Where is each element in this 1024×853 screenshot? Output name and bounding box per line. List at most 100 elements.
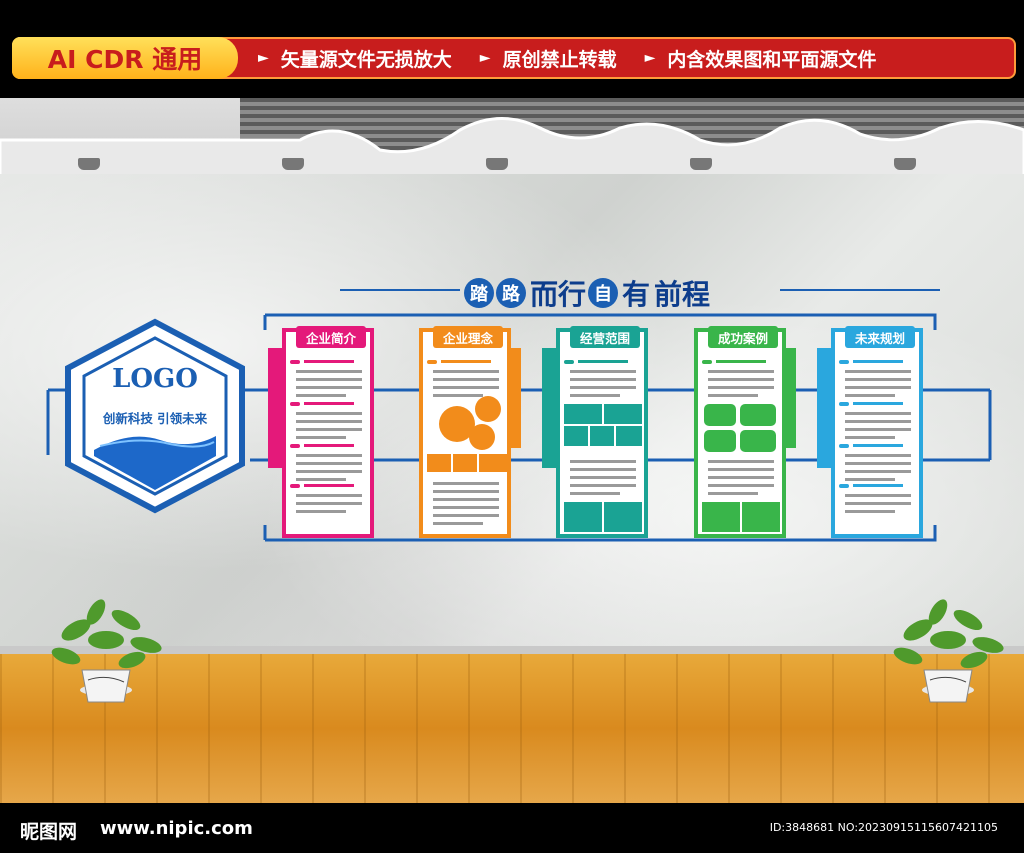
site-logo: 昵图网 <box>20 821 78 843</box>
format-badge: AI CDR 通用 <box>12 37 238 79</box>
text-line <box>845 510 895 513</box>
text-line <box>853 402 903 405</box>
banner-feature-3: ►内含效果图和平面源文件 <box>645 45 877 72</box>
text-line <box>708 484 774 487</box>
title-word: 而行 <box>530 278 587 311</box>
photo-placeholder <box>740 404 776 426</box>
slogan-title: 踏 路 而行 自 有 前程 <box>340 275 940 311</box>
ceiling-lamp-icon <box>690 158 712 170</box>
photo-placeholder <box>740 430 776 452</box>
site-url: www.nipic.com <box>100 818 253 839</box>
text-line <box>845 412 911 415</box>
text-line <box>296 378 362 381</box>
photo-placeholder <box>564 426 588 446</box>
title-word: 有 <box>622 278 651 311</box>
bullet-marker <box>427 360 437 364</box>
logo-text: LOGO <box>112 364 198 394</box>
text-line <box>296 370 362 373</box>
title-chip: 自 <box>588 278 619 308</box>
bullet-marker <box>290 484 300 488</box>
text-line <box>570 476 636 479</box>
text-line <box>845 436 895 439</box>
text-line <box>845 502 911 505</box>
panel-title: 经营范围 <box>570 326 640 348</box>
text-line <box>708 370 774 373</box>
panel-title: 未来规划 <box>845 326 915 348</box>
text-line <box>433 522 483 525</box>
text-line <box>845 462 911 465</box>
banner-feature-2: ► 原创禁止转载 <box>480 45 617 72</box>
text-line <box>708 386 774 389</box>
text-line <box>570 378 636 381</box>
ceiling-lamp-icon <box>486 158 508 170</box>
panel-card: 未来规划 <box>831 326 923 538</box>
photo-placeholder <box>564 502 602 532</box>
text-line <box>296 502 362 505</box>
footer-bar: 昵图网 www.nipic.com ID:3848681 NO:20230915… <box>0 803 1024 853</box>
text-line <box>296 510 346 513</box>
banner-feature-text: 矢量源文件无损放大 <box>280 48 452 71</box>
hexagon-shape <box>65 318 245 514</box>
text-line <box>845 470 911 473</box>
potted-plant-left-icon <box>51 599 162 703</box>
text-line <box>853 444 903 447</box>
text-line <box>845 454 911 457</box>
bullet-marker <box>290 402 300 406</box>
text-line <box>433 378 499 381</box>
photo-placeholder <box>704 404 736 426</box>
text-line <box>845 494 911 497</box>
text-line <box>304 402 354 405</box>
ceiling-lamp-icon <box>894 158 916 170</box>
text-line <box>578 360 628 363</box>
text-line <box>296 436 346 439</box>
text-line <box>853 484 903 487</box>
text-line <box>296 462 362 465</box>
text-line <box>296 428 362 431</box>
text-line <box>296 454 362 457</box>
photo-placeholder <box>742 502 780 532</box>
image-id: ID:3848681 NO:20230915115607421105 <box>769 821 998 834</box>
top-banner: AI CDR 通用 ► 矢量源文件无损放大 ► 原创禁止转载 ►内含效果图和平面源文… <box>0 0 1024 98</box>
text-line <box>304 484 354 487</box>
text-line <box>296 386 362 389</box>
bullet-marker <box>839 360 849 364</box>
photo-placeholder <box>564 404 602 424</box>
panel-card: 成功案例 <box>694 326 786 538</box>
banner-feature-list: ► 矢量源文件无损放大 ► 原创禁止转载 ►内含效果图和平面源文件 <box>258 37 904 79</box>
text-line <box>433 506 499 509</box>
photo-placeholder <box>604 502 642 532</box>
panel-title: 企业理念 <box>433 326 503 348</box>
bullet-marker <box>839 444 849 448</box>
photo-placeholder <box>704 430 736 452</box>
text-line <box>296 478 346 481</box>
text-line <box>845 378 911 381</box>
panel-card: 企业简介 <box>282 326 374 538</box>
text-line <box>296 470 362 473</box>
bullet-marker <box>564 360 574 364</box>
photo-placeholder <box>469 424 495 450</box>
text-line <box>433 370 499 373</box>
arrow-icon: ► <box>479 50 491 66</box>
banner-feature-text: 内含效果图和平面源文件 <box>667 48 877 71</box>
text-line <box>433 482 499 485</box>
text-line <box>845 428 911 431</box>
text-line <box>708 394 758 397</box>
title-word: 前程 <box>654 278 711 311</box>
text-line <box>845 420 911 423</box>
arrow-icon: ► <box>258 50 269 66</box>
bullet-marker <box>290 360 300 364</box>
text-line <box>296 494 362 497</box>
photo-placeholder <box>475 396 501 422</box>
bullet-marker <box>702 360 712 364</box>
text-line <box>570 386 636 389</box>
text-line <box>570 460 636 463</box>
text-line <box>433 514 499 517</box>
banner-feature-text: 原创禁止转载 <box>502 48 617 71</box>
logo-slogan: 创新科技 引领未来 <box>102 411 208 426</box>
potted-plant-right-icon <box>893 599 1004 703</box>
text-line <box>433 498 499 501</box>
text-line <box>708 468 774 471</box>
text-line <box>570 484 636 487</box>
text-line <box>296 420 362 423</box>
bullet-marker <box>839 484 849 488</box>
